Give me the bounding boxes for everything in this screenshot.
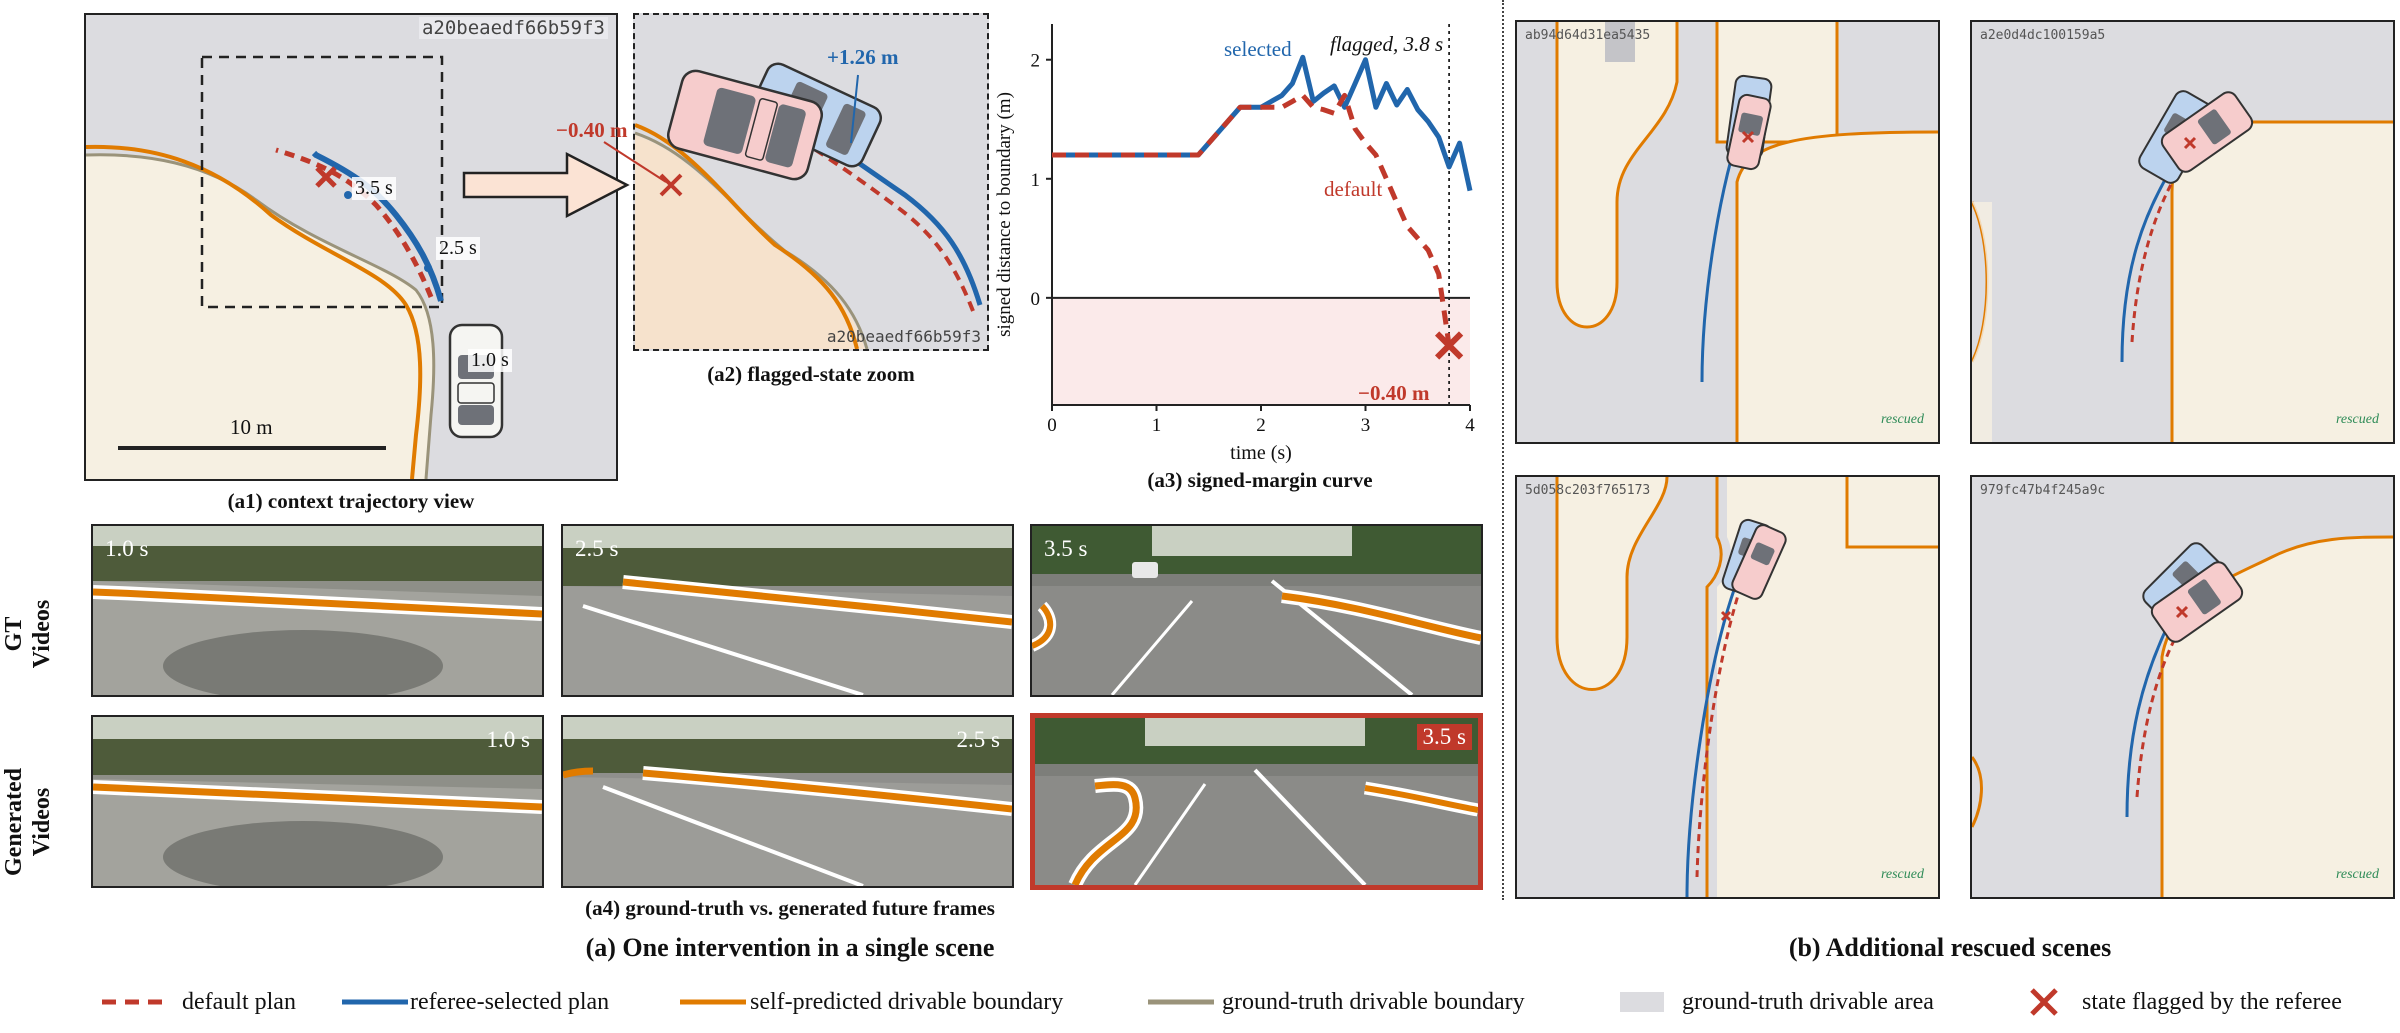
- rescued-scene-1-tag: rescued: [1880, 412, 1924, 427]
- a3-end-label: −0.40 m: [1358, 381, 1430, 405]
- series-line-selected: [1052, 54, 1473, 192]
- legend-default-plan: default plan: [182, 989, 296, 1015]
- y-tick-label-1: 1: [1031, 170, 1041, 191]
- section-divider: [1502, 0, 1504, 900]
- legend-gt-area: ground-truth drivable area: [1682, 989, 1934, 1015]
- x-tick-label-1: 1: [1152, 415, 1162, 436]
- legend-gt-boundary-icon: [1148, 999, 1214, 1005]
- rescued-scene-4-tag: rescued: [2335, 867, 2379, 882]
- rescued-scene-1: ab94d64d31ea5435 rescued: [1515, 20, 1940, 444]
- rescued-scene-2-tag: rescued: [2335, 412, 2379, 427]
- rescued-scene-4: 979fc47b4f245a9c rescued: [1970, 475, 2395, 899]
- legend-default-plan-icon: [102, 999, 168, 1005]
- a1-offroad-area: [86, 154, 434, 479]
- gen-frame-3-flagged: 3.5 s: [1030, 713, 1483, 890]
- gen-frame-3-time: 3.5 s: [1416, 724, 1472, 750]
- legend-gt-area-icon: [1620, 992, 1664, 1012]
- x-tick-label-0: 0: [1047, 415, 1057, 436]
- a2-zoom-panel: +1.26 m a20beaedf66b59f3: [633, 13, 989, 351]
- a1-scene-id: a20beaedf66b59f3: [418, 17, 608, 39]
- legend-pred-boundary: self-predicted drivable boundary: [750, 989, 1064, 1015]
- a1-context-panel: a20beaedf66b59f3 3.5 s 2.5 s 1.0 s 10 m: [84, 13, 618, 481]
- a1-scale-label: 10 m: [230, 415, 273, 439]
- a2-offroad-area: [635, 135, 865, 349]
- a1-caption: (a1) context trajectory view: [227, 489, 475, 513]
- flag-x-marker: [1434, 331, 1464, 360]
- gt-frame-2: 2.5 s: [561, 524, 1014, 697]
- y-tick-label-0: 0: [1031, 289, 1041, 310]
- rescued-scene-1-id: ab94d64d31ea5435: [1525, 28, 1651, 43]
- a1-pred-boundary: [86, 144, 423, 479]
- gt-frame-3: 3.5 s: [1030, 524, 1483, 697]
- y-axis-label: signed distance to boundary (m): [994, 92, 1015, 337]
- a3-default-label: default: [1324, 177, 1383, 201]
- legend-pred-boundary-icon: [680, 999, 746, 1005]
- series-line-default: [1052, 92, 1452, 346]
- a2-default-car: [666, 69, 824, 181]
- a3-margin-chart: 0 1 2 3 4 0 1 2 time (s) signed distance to bound…: [994, 24, 1475, 464]
- zoom-arrow: [462, 151, 630, 219]
- a2-flag-x: [659, 173, 683, 197]
- legend-flag-x-icon: [2030, 988, 2058, 1016]
- a1-gt-boundary: [86, 153, 436, 479]
- legend-selected-plan: referee-selected plan: [410, 989, 610, 1015]
- x-tick-label-2: 2: [1256, 415, 1266, 436]
- rescued-scene-3: 5d058c203f765173 rescued: [1515, 475, 1940, 899]
- a3-selected-label: selected: [1224, 37, 1292, 61]
- rescued-scene-2: a2e0d4dc100159a5 rescued: [1970, 20, 2395, 444]
- part-b-caption: (b) Additional rescued scenes: [1788, 933, 2112, 962]
- gt-frame-1: 1.0 s: [91, 524, 544, 697]
- a1-time-label-3: 3.5 s: [352, 177, 396, 200]
- rescued-scene-3-tag: rescued: [1880, 867, 1924, 882]
- legend-flag-x: state flagged by the referee: [2082, 989, 2342, 1015]
- a2-caption: (a2) flagged-state zoom: [707, 362, 915, 386]
- gen-frame-2: 2.5 s: [561, 715, 1014, 888]
- a3-flag-label: flagged, 3.8 s: [1330, 32, 1444, 56]
- legend: default plan referee-selected plan self-…: [0, 984, 2400, 1024]
- negative-region: [1052, 297, 1470, 405]
- x-axis-label: time (s): [1230, 442, 1292, 464]
- a1-ego-car: [448, 323, 504, 439]
- x-tick-label-4: 4: [1465, 415, 1475, 436]
- a2-pos-margin: +1.26 m: [827, 45, 899, 69]
- legend-gt-boundary: ground-truth drivable boundary: [1222, 989, 1525, 1015]
- rescued-scene-3-id: 5d058c203f765173: [1525, 483, 1651, 498]
- a2-map-svg: [635, 62, 983, 349]
- a3-caption: (a3) signed-margin curve: [1147, 468, 1373, 492]
- a2-scene-id: a20beaedf66b59f3: [826, 327, 981, 346]
- part-a-caption: (a) One intervention in a single scene: [585, 933, 995, 962]
- gen-frame-2-time: 2.5 s: [956, 727, 1000, 752]
- gen-frame-1: 1.0 s: [91, 715, 544, 888]
- gt-frame-1-time: 1.0 s: [105, 536, 149, 561]
- gt-frame-2-time: 2.5 s: [575, 536, 619, 561]
- a4-caption: (a4) ground-truth vs. generated future f…: [585, 896, 995, 920]
- gen-frame-1-time: 1.0 s: [486, 727, 530, 752]
- a2-neg-margin: −0.40 m: [556, 118, 628, 142]
- a2-neg-leader: [603, 141, 667, 183]
- y-tick-label-2: 2: [1031, 51, 1041, 72]
- a1-time-label-1: 1.0 s: [468, 349, 512, 372]
- x-tick-label-3: 3: [1361, 415, 1371, 436]
- rescued-scene-4-id: 979fc47b4f245a9c: [1980, 483, 2106, 498]
- legend-selected-plan-icon: [342, 999, 408, 1005]
- a1-zoom-box: [200, 55, 444, 309]
- a1-default-plan: [275, 147, 434, 298]
- a2-pred-boundary: [635, 123, 859, 349]
- a1-time-label-2: 2.5 s: [436, 237, 480, 260]
- rescued-scene-2-id: a2e0d4dc100159a5: [1980, 28, 2106, 43]
- a1-flag-x: [315, 166, 337, 188]
- a1-map-svg: [86, 55, 504, 479]
- gt-frame-3-time: 3.5 s: [1044, 536, 1088, 561]
